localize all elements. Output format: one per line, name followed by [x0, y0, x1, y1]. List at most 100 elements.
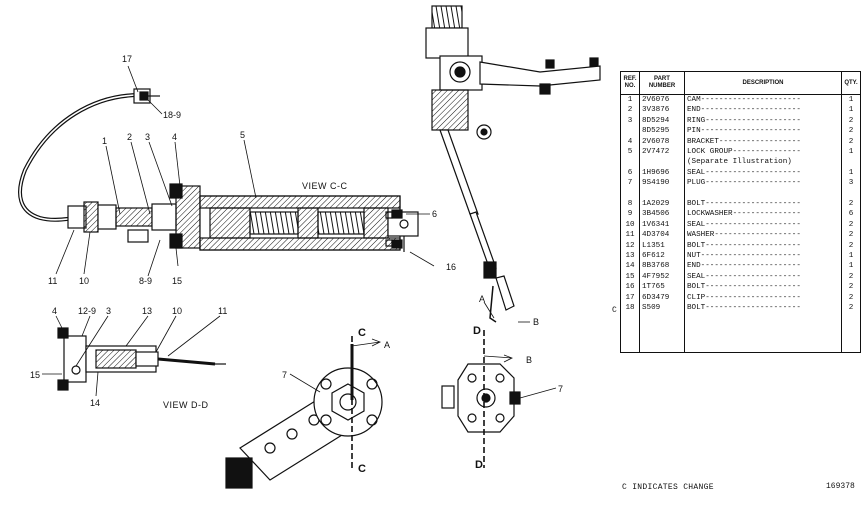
callout-main-1: 1	[102, 136, 107, 146]
ref-cell: 7	[620, 178, 640, 189]
ref-cell	[620, 188, 640, 200]
qty-cell: 2	[841, 282, 861, 293]
callout-main-11: 11	[48, 276, 57, 286]
ref-cell	[620, 126, 640, 137]
section-mark-c-top: C	[358, 327, 366, 339]
description-cell: SEAL---------------------	[684, 219, 842, 231]
ref-cell: 8	[620, 199, 640, 210]
callout-d-4: 4	[52, 306, 57, 316]
ref-cell: 11	[620, 230, 640, 241]
table-row	[620, 188, 861, 200]
qty-cell: 1	[841, 94, 861, 106]
qty-cell: 2	[841, 240, 861, 252]
qty-cell: 1	[841, 251, 861, 262]
part-number-cell: 8D5294	[639, 115, 685, 127]
description-cell: CLIP---------------------	[684, 292, 842, 304]
part-number-cell: 1H9696	[639, 167, 685, 179]
qty-cell	[841, 188, 861, 200]
callout-main-16: 16	[446, 262, 456, 272]
part-number-cell: 1T765	[639, 282, 685, 293]
description-cell: BOLT---------------------	[684, 282, 842, 293]
qty-cell: 2	[841, 219, 861, 231]
callout-main-15: 15	[172, 276, 182, 286]
part-number-cell: 4D3704	[639, 230, 685, 241]
qty-cell: 1	[841, 105, 861, 116]
ref-cell: 16	[620, 282, 640, 293]
ref-cell: 3	[620, 115, 640, 127]
table-row-blank	[620, 313, 861, 353]
callout-main-4: 4	[172, 132, 177, 142]
description-cell: LOCKWASHER---------------	[684, 209, 842, 220]
qty-cell	[841, 157, 861, 168]
part-number-cell	[639, 188, 685, 200]
qty-cell: 1	[841, 261, 861, 272]
callout-d-11: 11	[218, 306, 227, 316]
ref-cell	[620, 157, 640, 168]
description-cell: PLUG---------------------	[684, 178, 842, 189]
ref-cell: 10	[620, 219, 640, 231]
callout-lower-b-top: B	[533, 317, 539, 327]
qty-cell: 2	[841, 136, 861, 148]
callout-lower-7-right: 7	[558, 384, 563, 394]
callout-lower-b-bottom: B	[526, 355, 532, 365]
description-cell: END----------------------	[684, 261, 842, 272]
description-cell: BOLT---------------------	[684, 303, 842, 314]
callout-lower-7-left: 7	[282, 370, 287, 380]
description-cell: END----------------------	[684, 105, 842, 116]
description-cell: NUT----------------------	[684, 251, 842, 262]
view-d-d-assembly	[57, 327, 226, 391]
callout-d-13: 13	[142, 306, 152, 316]
part-number-cell: 6F612	[639, 251, 685, 262]
part-number-cell: 1V6341	[639, 219, 685, 231]
ref-cell: 4	[620, 136, 640, 148]
callout-main-17: 17	[122, 54, 132, 64]
qty-cell: 3	[841, 178, 861, 189]
cylinder-assembly	[18, 88, 419, 252]
description-cell: BOLT---------------------	[684, 199, 842, 210]
callout-main-18-9: 18-9	[163, 110, 181, 120]
ref-cell: 2	[620, 105, 640, 116]
description-cell: RING---------------------	[684, 115, 842, 127]
callout-numbers: 17 18-9 1 2 3 4 5 6 11 10 8-9 15 16 4 12…	[30, 54, 563, 475]
part-number-cell: 2V7472	[639, 147, 685, 158]
callout-main-8-9: 8-9	[139, 276, 152, 286]
callout-d-3: 3	[106, 306, 111, 316]
description-cell	[684, 188, 842, 200]
blank-cell	[684, 313, 842, 353]
qty-cell: 2	[841, 303, 861, 314]
part-number-cell: 2V6078	[639, 136, 685, 148]
ref-cell: 17	[620, 292, 640, 304]
blank-cell	[841, 313, 861, 353]
ref-cell: 9	[620, 209, 640, 220]
part-number-cell: 8B3768	[639, 261, 685, 272]
qty-cell: 2	[841, 292, 861, 304]
part-number-cell	[639, 157, 685, 168]
callout-d-15: 15	[30, 370, 40, 380]
callout-main-6: 6	[432, 209, 437, 219]
qty-cell: 2	[841, 230, 861, 241]
ref-cell: 1	[620, 94, 640, 106]
figure-number: 169378	[826, 482, 855, 491]
ref-cell: 14	[620, 261, 640, 272]
ref-cell: 15	[620, 271, 640, 283]
qty-cell: 2	[841, 126, 861, 137]
view-c-c-label: VIEW C-C	[302, 181, 348, 191]
description-cell: BOLT---------------------	[684, 240, 842, 252]
callout-d-12-9: 12-9	[78, 306, 96, 316]
ref-cell: 5	[620, 147, 640, 158]
description-cell: PIN----------------------	[684, 126, 842, 137]
part-number-cell: 4F7952	[639, 271, 685, 283]
